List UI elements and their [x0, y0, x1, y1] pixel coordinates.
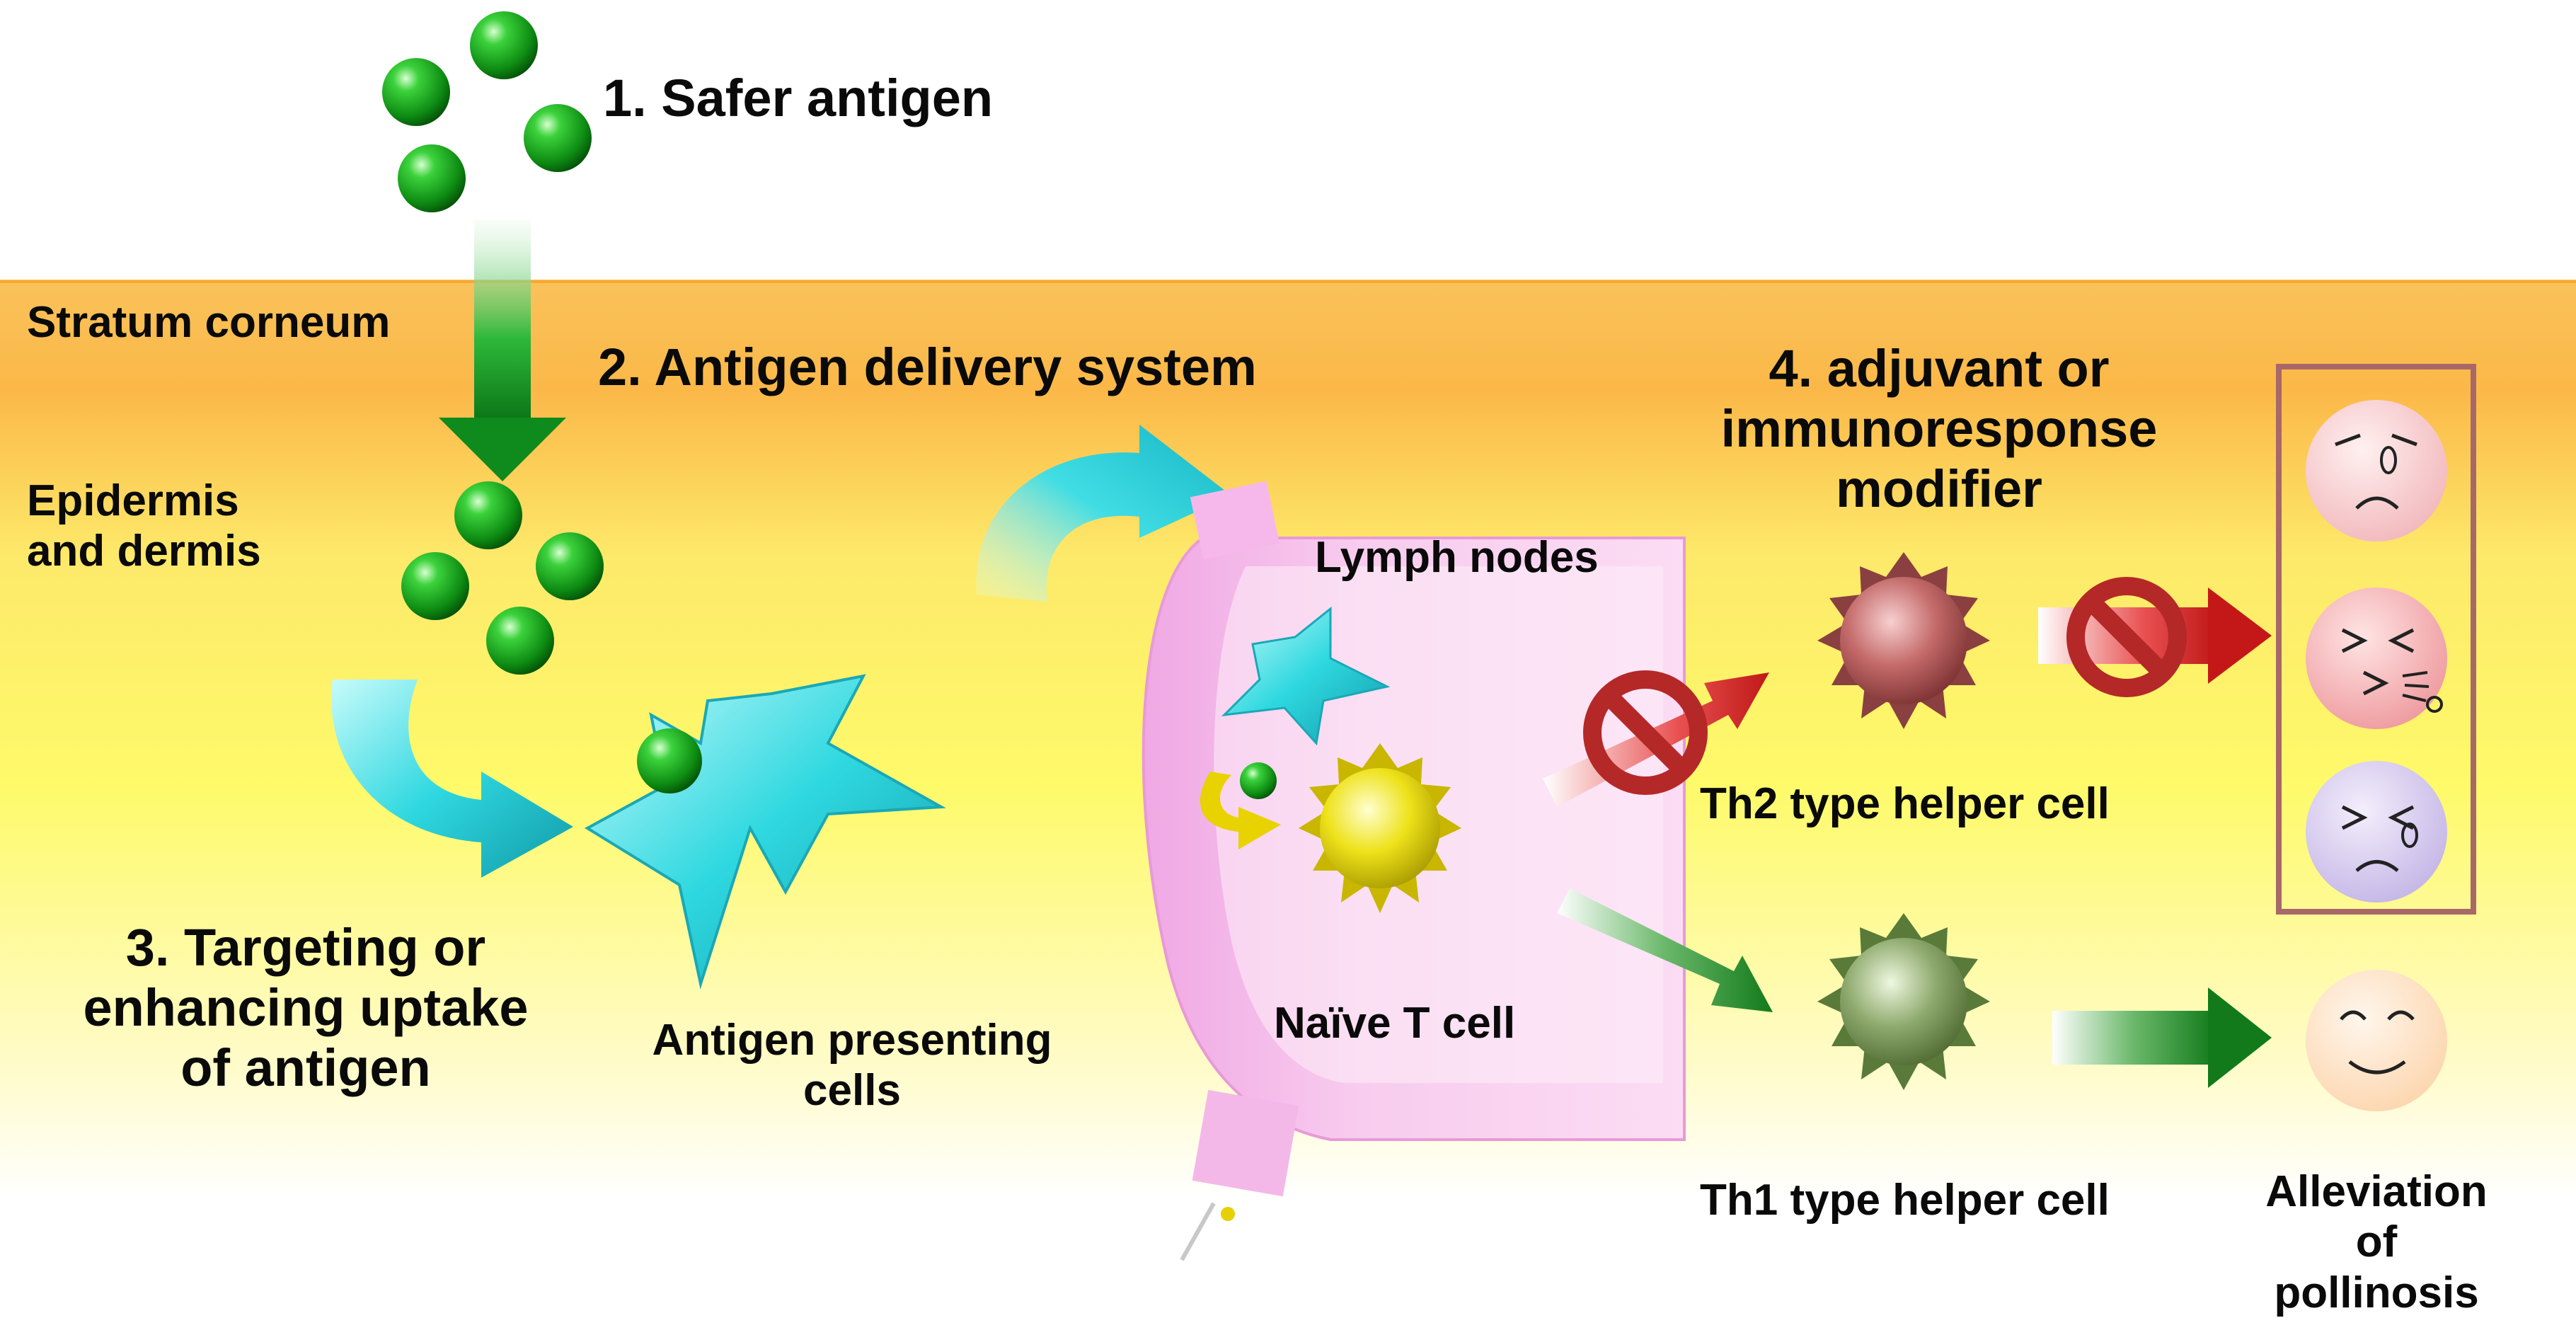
antigen-presentation-arrow [1200, 762, 1281, 849]
antigen-particles-dermis [401, 481, 604, 675]
penetration-arrow [439, 219, 566, 481]
label-targeting: 3. Targeting or enhancing uptake of anti… [83, 918, 529, 1098]
antigen-particles-top [382, 11, 592, 212]
label-th1-cell: Th1 type helper cell [1700, 1176, 2110, 1225]
label-lymph-nodes: Lymph nodes [1315, 533, 1599, 582]
naive-t-cell [1299, 743, 1461, 913]
label-safer-antigen: 1. Safer antigen [603, 69, 994, 127]
label-naive-t-cell: Naïve T cell [1274, 999, 1516, 1048]
label-alleviation: Alleviation of pollinosis [2265, 1167, 2488, 1317]
th1-helper-cell [1817, 913, 1990, 1090]
label-stratum-corneum: Stratum corneum [27, 298, 391, 347]
label-apc: Antigen presenting cells [652, 1016, 1052, 1116]
antigen-presenting-cell [585, 674, 946, 990]
th1-differentiation-arrow [1557, 888, 1773, 1012]
symptom-box [2276, 364, 2476, 915]
happy-face-icon [2306, 970, 2447, 1111]
sad-face-icon [2306, 400, 2447, 541]
apc-in-lymph-node [1221, 606, 1391, 746]
label-delivery-system: 2. Antigen delivery system [598, 338, 1257, 396]
watery-eye-face-icon [2306, 761, 2447, 902]
th2-helper-cell [1817, 552, 1990, 729]
sneezing-face-icon [2306, 588, 2447, 729]
delivery-arrow [976, 425, 1231, 602]
label-adjuvant: 4. adjuvant or immunoresponse modifier [1720, 339, 2158, 519]
label-epidermis-dermis: Epidermis and dermis [27, 476, 261, 576]
block-sign-symptoms [2066, 577, 2187, 697]
targeting-arrow [331, 680, 573, 878]
label-th2-cell: Th2 type helper cell [1700, 779, 2110, 828]
block-sign-th2 [1583, 670, 1708, 795]
th1-effect-arrow [2052, 987, 2272, 1088]
